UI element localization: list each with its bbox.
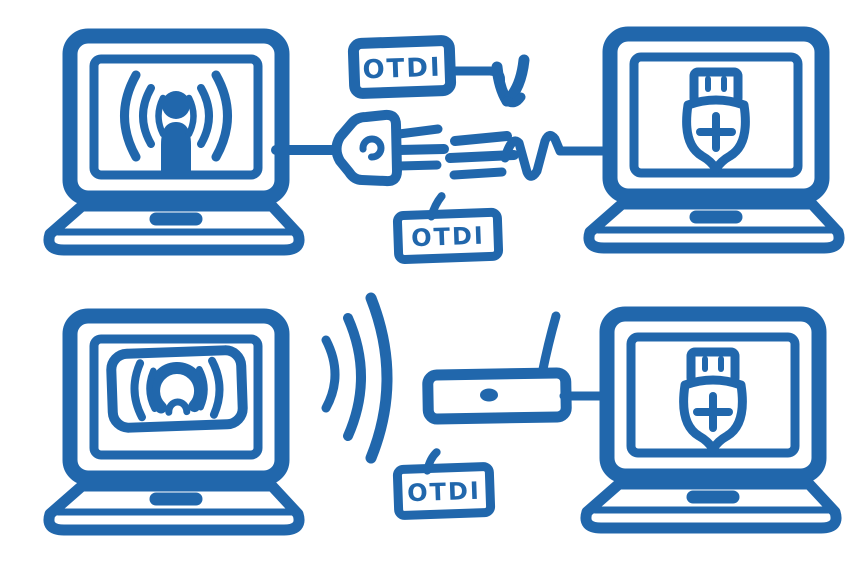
icon-frame	[106, 345, 248, 433]
signal-wave	[146, 367, 158, 413]
broadcast-ring	[148, 361, 207, 420]
arrow-down-icon	[447, 54, 530, 108]
usb-shield-icon	[684, 352, 743, 449]
plug-swirl	[359, 135, 385, 161]
tag-pointer	[427, 192, 446, 221]
usb-shield-icon	[687, 72, 746, 169]
tag-box	[392, 207, 504, 264]
signal-wave	[208, 356, 224, 419]
wifi-wave	[321, 335, 340, 413]
tag-box	[347, 35, 457, 99]
signal-dash	[449, 167, 507, 180]
signal-wave	[211, 70, 232, 162]
tag-pointer	[423, 448, 441, 475]
router-led	[480, 388, 498, 402]
tag-box	[392, 462, 496, 520]
person-signal-icon	[120, 70, 232, 171]
signal-wave	[130, 359, 146, 422]
tag-label: OTDI	[411, 222, 486, 253]
tag-label: OTDI	[407, 477, 482, 508]
router-icon	[422, 311, 615, 425]
wifi-wave	[365, 292, 393, 464]
signal-wave	[197, 84, 213, 148]
plug-prong	[394, 160, 442, 171]
router-antenna	[537, 311, 561, 379]
wifi-waves-icon	[321, 292, 393, 464]
plug-prong	[394, 144, 449, 155]
signal-dash	[450, 131, 512, 146]
otdi-tag-top: OTDI	[347, 35, 457, 99]
broadcast-dot	[165, 398, 191, 416]
plug-prong	[394, 124, 443, 139]
power-plug-icon	[271, 109, 449, 187]
signal-wave	[196, 365, 208, 411]
signal-wave	[155, 94, 167, 138]
tag-label: OTDI	[362, 53, 442, 86]
zigzag-cable-icon	[500, 131, 617, 181]
person-body	[161, 122, 191, 171]
wifi-broadcast-icon	[106, 345, 248, 433]
signal-wave	[185, 94, 197, 138]
arrow-head-foot	[502, 92, 526, 108]
signal-wave	[139, 84, 155, 148]
otdi-tag-bottom: OTDI	[392, 448, 496, 520]
signal-wave	[120, 70, 141, 162]
wifi-wave	[343, 313, 366, 441]
otdi-tag-middle: OTDI	[392, 192, 504, 264]
plug-body	[331, 109, 402, 187]
person-head	[162, 91, 190, 119]
